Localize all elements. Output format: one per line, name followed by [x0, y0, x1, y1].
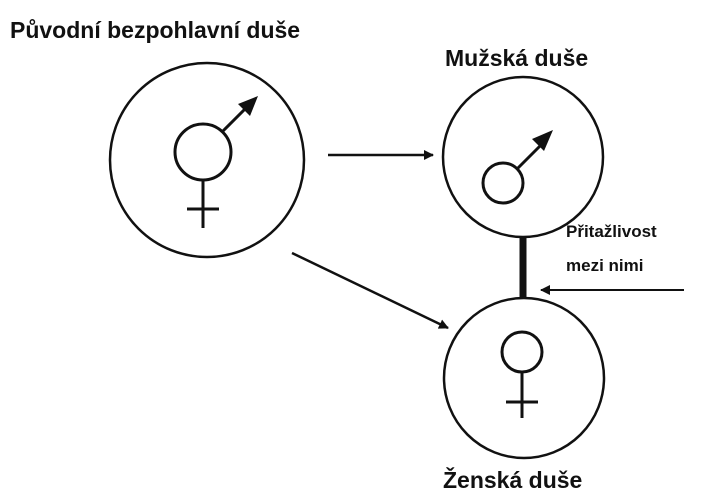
- male-soul-circle: [441, 75, 605, 239]
- combined-gender-icon: [173, 96, 258, 228]
- original-soul-circle: [108, 61, 306, 259]
- male-soul-label: Mužská duše: [445, 45, 589, 71]
- arrow-to-female-soul: [291, 251, 449, 330]
- female-soul-node: [442, 296, 606, 460]
- attraction-label-line1: Přitažlivost: [566, 222, 657, 241]
- attraction-label-line2: mezi nimi: [566, 256, 644, 275]
- original-soul-label: Původní bezpohlavní duše: [10, 17, 301, 43]
- male-soul-node: [441, 75, 605, 239]
- male-symbol-icon: [481, 130, 553, 205]
- original-soul-node: [108, 61, 306, 259]
- female-soul-label: Ženská duše: [443, 467, 583, 493]
- female-symbol-icon: [500, 330, 544, 418]
- female-soul-circle: [442, 296, 606, 460]
